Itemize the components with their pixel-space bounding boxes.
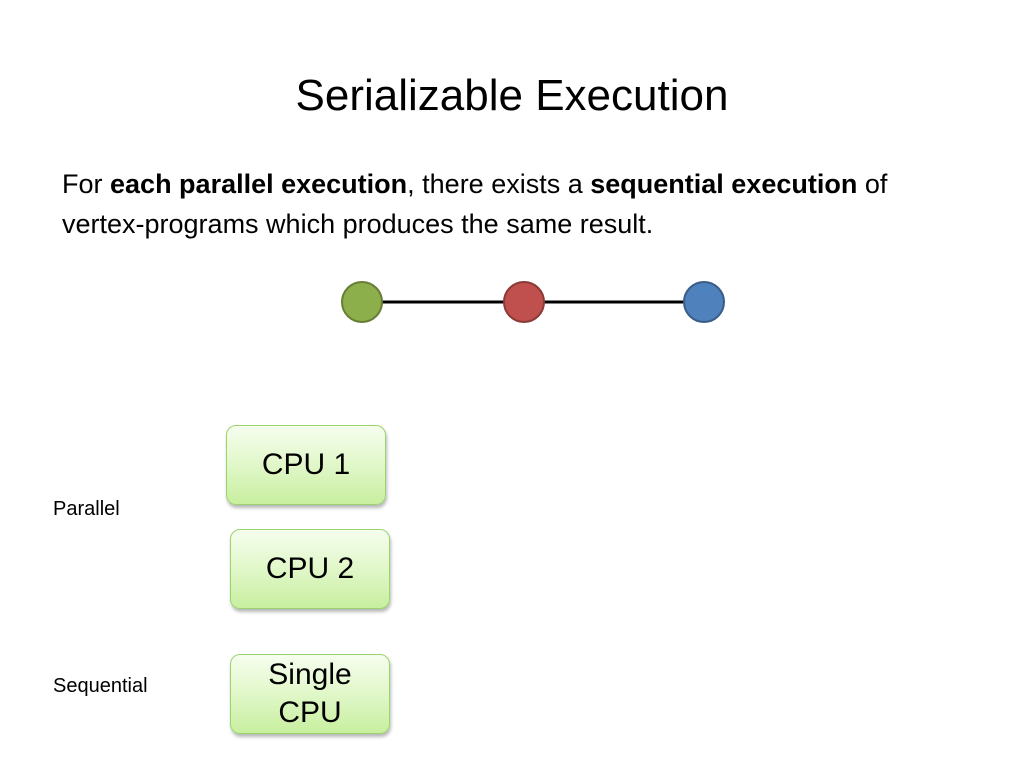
cpu2-box-label: CPU 2 xyxy=(265,552,355,585)
sequential-label: Sequential xyxy=(53,675,148,697)
single-cpu-box: Single CPU xyxy=(230,654,390,734)
body-text: For each parallel execution, there exist… xyxy=(62,164,962,244)
vertex-green xyxy=(341,281,383,323)
parallel-label: Parallel xyxy=(53,498,120,520)
body-text-emphasis-parallel: each parallel execution xyxy=(110,169,408,199)
vertex-red xyxy=(503,281,545,323)
vertex-blue xyxy=(683,281,725,323)
body-text-part-1: For xyxy=(62,169,111,199)
body-text-part-3: of vertex-programs which produces the sa… xyxy=(62,169,888,239)
body-text-part-2: , there exists a xyxy=(407,169,591,199)
cpu1-box: CPU 1 xyxy=(226,425,386,505)
body-text-emphasis-sequential: sequential execution xyxy=(590,169,858,199)
single-cpu-box-label: Single CPU xyxy=(268,658,352,729)
slide-title: Serializable Execution xyxy=(295,71,729,120)
cpu1-box-label: CPU 1 xyxy=(261,448,351,481)
cpu2-box: CPU 2 xyxy=(230,529,390,609)
